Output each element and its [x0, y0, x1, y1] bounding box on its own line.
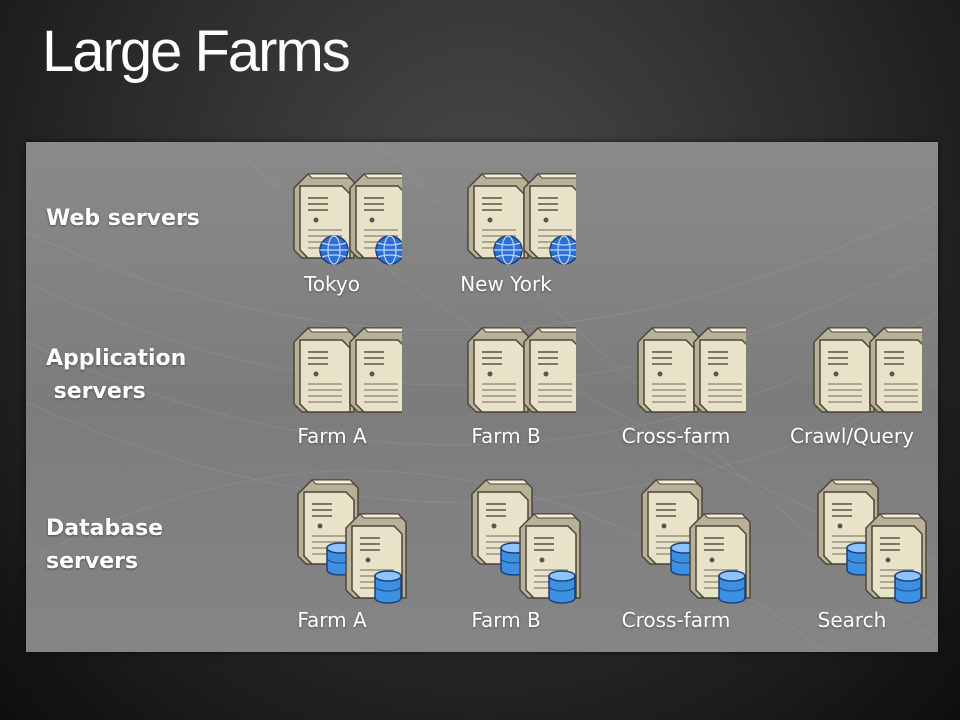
- cluster-label: Cross-farm: [621, 424, 731, 448]
- application-server-icon: [293, 327, 402, 413]
- database-server-icon: [471, 479, 581, 604]
- database-server-icon: [297, 479, 407, 604]
- application-server-icon: [637, 327, 746, 413]
- row-label-database-servers: Database servers: [46, 516, 164, 574]
- cluster-label: New York: [460, 272, 552, 296]
- database-server-icon: [817, 479, 927, 604]
- cluster-app-farm-a: Farm A: [262, 324, 402, 448]
- row-label-web-servers: Web servers: [46, 206, 200, 231]
- cluster-label: Cross-farm: [621, 608, 731, 632]
- cluster-label: Farm A: [297, 608, 367, 632]
- cluster-label: Crawl/Query: [790, 424, 914, 448]
- row-label-application-servers: Application servers: [46, 346, 187, 404]
- web-server-icon: [293, 173, 402, 265]
- cluster-web-new-york: New York: [436, 170, 576, 296]
- cluster-web-tokyo: Tokyo: [262, 170, 402, 296]
- cluster-db-farm-b: Farm B: [436, 478, 581, 632]
- cluster-label: Farm A: [297, 424, 367, 448]
- database-server-icon: [641, 479, 751, 604]
- diagram-panel: Web servers: [26, 142, 938, 652]
- cluster-db-cross-farm: Cross-farm: [606, 478, 751, 632]
- web-server-icon: [467, 173, 576, 265]
- cluster-app-farm-b: Farm B: [436, 324, 576, 448]
- cluster-db-farm-a: Farm A: [262, 478, 407, 632]
- cluster-app-crawl-query: Crawl/Query: [782, 324, 922, 448]
- application-server-icon: [813, 327, 922, 413]
- application-server-icon: [467, 327, 576, 413]
- cluster-db-search: Search: [782, 478, 927, 632]
- cluster-label: Farm B: [471, 424, 541, 448]
- cluster-label: Tokyo: [304, 272, 360, 296]
- cluster-label: Search: [817, 608, 887, 632]
- cluster-label: Farm B: [471, 608, 541, 632]
- slide-title: Large Farms: [42, 19, 351, 84]
- cluster-app-cross-farm: Cross-farm: [606, 324, 746, 448]
